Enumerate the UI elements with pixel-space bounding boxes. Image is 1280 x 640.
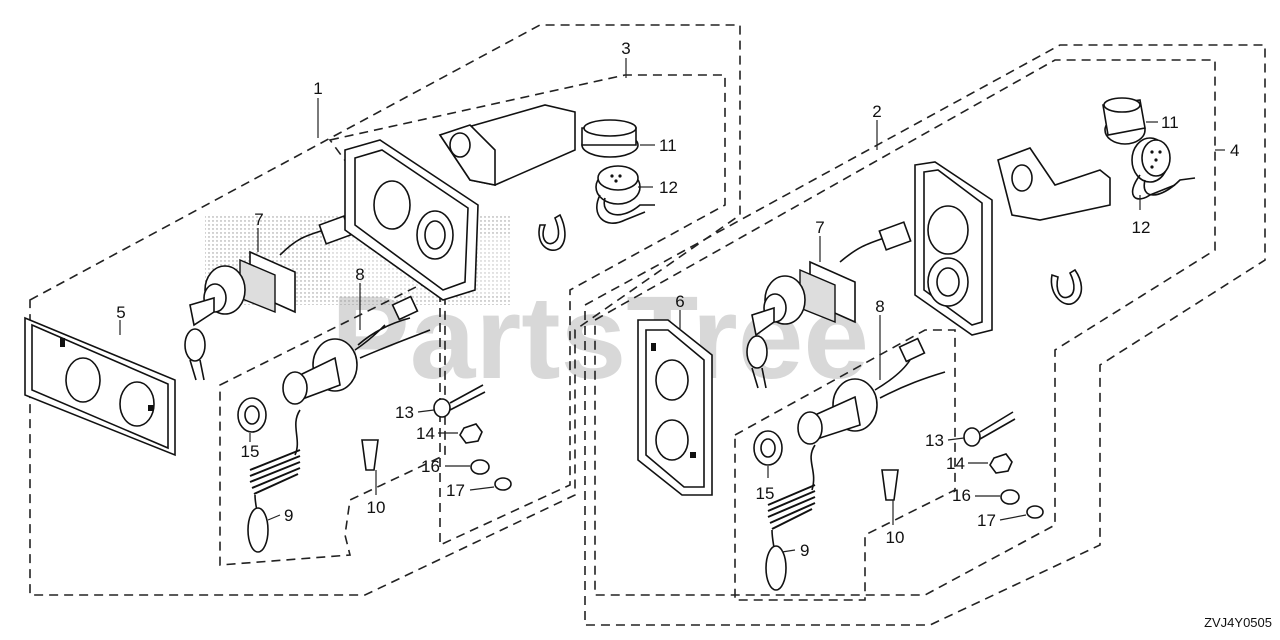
cable-clamp-right-part <box>1050 268 1083 305</box>
callout-3: 3 <box>621 39 630 58</box>
callout-15-right: 15 <box>756 484 775 503</box>
left-assembly: 1 3 5 7 8 9 10 11 12 13 14 15 16 17 <box>24 24 741 596</box>
callout-2: 2 <box>872 102 881 121</box>
right-inner-boundary <box>734 329 956 601</box>
callout-9: 9 <box>284 506 293 525</box>
right-subgroup-boundary <box>594 59 1216 596</box>
clip-10-right-part <box>881 469 899 501</box>
callout-15: 15 <box>241 442 260 461</box>
front-plate-vertical-part <box>637 319 713 496</box>
callout-17: 17 <box>446 481 465 500</box>
lanyard-right-part <box>765 444 816 591</box>
callout-14-right: 14 <box>946 454 965 473</box>
callout-5: 5 <box>116 303 125 322</box>
callout-12-right: 12 <box>1132 218 1151 237</box>
washer-17-part <box>494 477 512 491</box>
bolt-13-right-part <box>963 411 1016 447</box>
control-panel-vertical-part <box>914 161 993 336</box>
callout-10-right: 10 <box>886 528 905 547</box>
bracket-part <box>438 104 576 186</box>
clip-ring-right-part <box>1102 97 1146 145</box>
callout-7-right: 7 <box>815 218 824 237</box>
callout-16: 16 <box>421 457 440 476</box>
callout-13-right: 13 <box>925 431 944 450</box>
callout-10: 10 <box>367 498 386 517</box>
control-panel-part <box>344 139 479 301</box>
washer-16-part <box>470 459 490 475</box>
washer-16-right-part <box>1000 489 1020 505</box>
callout-13: 13 <box>395 403 414 422</box>
stop-switch-part <box>237 295 431 433</box>
ignition-switch-part <box>184 215 352 381</box>
diagram-code: ZVJ4Y0505 <box>1204 615 1272 630</box>
callout-17-right: 17 <box>977 511 996 530</box>
cable-clamp-part <box>538 213 566 251</box>
callout-6: 6 <box>675 292 684 311</box>
right-assembly: 2 4 6 7 8 9 10 11 12 13 14 15 16 17 <box>584 44 1266 626</box>
ignition-switch-right-part <box>746 221 912 389</box>
left-outer-boundary <box>29 24 741 596</box>
callout-14: 14 <box>416 424 435 443</box>
bolt-13-part <box>433 384 486 418</box>
nut-14-right-part <box>989 453 1013 474</box>
callout-12: 12 <box>659 178 678 197</box>
lanyard-part <box>247 409 301 553</box>
clip-10-part <box>361 439 379 471</box>
buzzer-part <box>595 165 655 224</box>
callout-9-right: 9 <box>800 541 809 560</box>
callout-8: 8 <box>355 265 364 284</box>
bracket-right-part <box>997 147 1111 221</box>
callout-11-right: 11 <box>1161 113 1179 132</box>
left-leader-lines <box>119 58 655 521</box>
buzzer-right-part <box>1131 137 1196 200</box>
washer-17-right-part <box>1026 505 1044 519</box>
right-leader-lines <box>679 120 1225 553</box>
left-subgroup-boundary <box>328 74 726 547</box>
callout-1: 1 <box>313 79 322 98</box>
stop-switch-right-part <box>753 337 946 466</box>
callout-16-right: 16 <box>952 486 971 505</box>
callout-7: 7 <box>254 210 263 229</box>
callout-4: 4 <box>1230 141 1239 160</box>
nut-14-part <box>459 423 483 444</box>
callout-8-right: 8 <box>875 297 884 316</box>
callout-11: 11 <box>659 136 677 155</box>
clip-ring-part <box>581 119 639 158</box>
right-outer-boundary <box>584 44 1266 626</box>
front-plate-part <box>24 316 176 457</box>
